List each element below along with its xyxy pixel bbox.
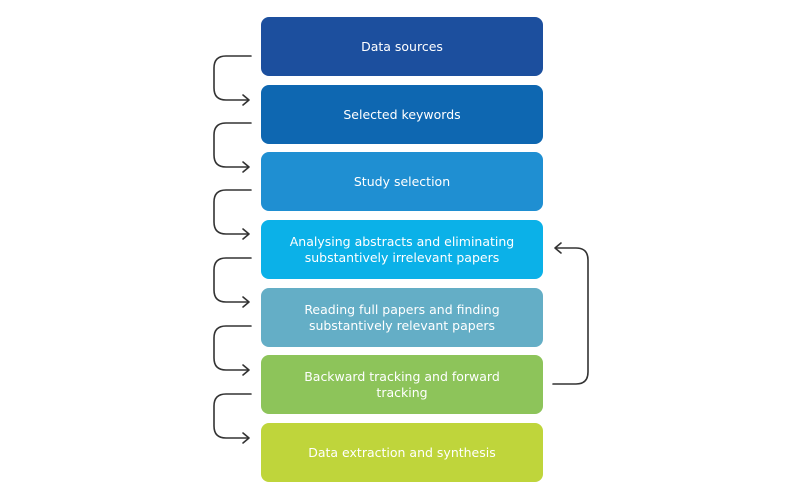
- arrowhead-5-6: [242, 364, 250, 376]
- connector-arrow-2-3: [213, 122, 252, 168]
- arrowhead-4-5: [242, 296, 250, 308]
- step-selected-keywords: Selected keywords: [261, 85, 543, 144]
- connector-arrow-3-4: [213, 189, 252, 235]
- step-study-selection: Study selection: [261, 152, 543, 211]
- arrowhead-2-3: [242, 161, 250, 173]
- feedback-arrowhead: [554, 242, 562, 254]
- connector-arrow-4-5: [213, 257, 252, 303]
- step-label: Reading full papers and finding substant…: [304, 301, 500, 333]
- step-label: Backward tracking and forward tracking: [304, 368, 500, 400]
- step-label: Data sources: [361, 38, 443, 54]
- step-label: Study selection: [353, 173, 451, 189]
- connector-arrow-6-7: [213, 393, 252, 439]
- arrowhead-1-2: [242, 94, 250, 106]
- step-label: Analysing abstracts and eliminating subs…: [289, 233, 515, 265]
- step-analysing-abstracts: Analysing abstracts and eliminating subs…: [261, 220, 543, 279]
- step-reading-full-papers: Reading full papers and finding substant…: [261, 288, 543, 347]
- step-data-sources: Data sources: [261, 17, 543, 76]
- connector-arrow-5-6: [213, 325, 252, 371]
- feedback-loop-arrow: [552, 247, 589, 385]
- arrowhead-6-7: [242, 432, 250, 444]
- step-label: Data extraction and synthesis: [308, 444, 496, 460]
- step-backward-forward-tracking: Backward tracking and forward tracking: [261, 355, 543, 414]
- connector-arrow-1-2: [213, 55, 252, 101]
- step-data-extraction: Data extraction and synthesis: [261, 423, 543, 482]
- step-label: Selected keywords: [343, 106, 461, 122]
- arrowhead-3-4: [242, 228, 250, 240]
